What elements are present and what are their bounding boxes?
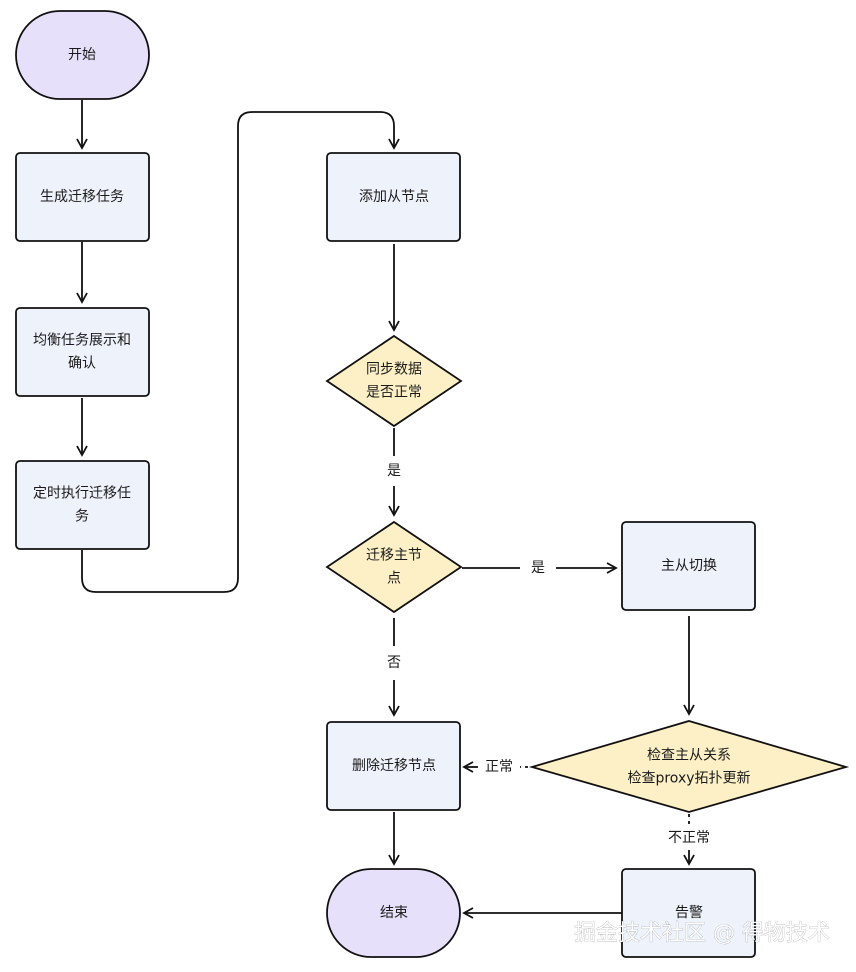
node-label-line: 同步数据 (366, 362, 422, 378)
node-label-line: 定时执行迁移任 (33, 486, 131, 502)
node-switch: 主从切换 (621, 521, 756, 611)
node-label-line: 检查主从关系 (647, 748, 731, 764)
node-label-line: 是否正常 (366, 385, 422, 401)
edge-label-yes-master: 是 (531, 560, 545, 576)
node-end-label: 结束 (380, 905, 408, 921)
node-label-line: 结束 (380, 905, 408, 921)
terminal-shape (326, 868, 461, 958)
node-label-line: 开始 (68, 47, 96, 63)
watermark-text: 掘金技术社区 @ 得物技术 (574, 921, 830, 946)
node-label-line: 迁移主节 (366, 548, 422, 564)
node-is-master-label: 迁移主节点 (366, 548, 422, 587)
node-label-line: 检查proxy拓扑更新 (627, 771, 750, 787)
node-alarm: 告警 (621, 868, 756, 958)
decision-shape (528, 720, 850, 813)
node-end: 结束 (326, 868, 461, 958)
process-shape (15, 152, 150, 242)
node-balance: 均衡任务展示和确认 (15, 307, 150, 397)
node-start: 开始 (15, 10, 150, 100)
node-label-line: 点 (387, 571, 401, 587)
process-shape (326, 721, 461, 811)
node-delete-label: 删除迁移节点 (352, 758, 436, 774)
node-sync-check-label: 同步数据是否正常 (366, 362, 422, 401)
process-shape (621, 868, 756, 958)
edge-label-yes-sync: 是 (387, 463, 401, 479)
node-label-line: 删除迁移节点 (352, 758, 436, 774)
process-shape (326, 152, 461, 242)
node-balance-label: 均衡任务展示和确认 (33, 333, 131, 372)
node-check-label: 检查主从关系检查proxy拓扑更新 (627, 748, 750, 787)
edge-label-normal: 正常 (485, 759, 513, 775)
node-check: 检查主从关系检查proxy拓扑更新 (528, 720, 850, 813)
node-label-line: 添加从节点 (359, 189, 429, 205)
node-label-line: 生成迁移任务 (40, 189, 124, 205)
edge-label-abnormal: 不正常 (668, 830, 710, 846)
node-label-line: 告警 (675, 905, 703, 921)
node-timed-exec: 定时执行迁移任务 (15, 460, 150, 550)
node-label-line: 确认 (68, 356, 96, 372)
node-label-line: 务 (75, 509, 89, 525)
edge-timed-to-add (81, 111, 400, 593)
node-switch-label: 主从切换 (661, 557, 717, 574)
node-delete: 删除迁移节点 (326, 721, 461, 811)
node-label-line: 主从切换 (661, 557, 717, 574)
node-label-line: 均衡任务展示和 (33, 333, 131, 349)
node-start-label: 开始 (68, 47, 96, 63)
node-timed-exec-label: 定时执行迁移任务 (33, 486, 131, 525)
process-shape (621, 521, 756, 611)
decision-shape (325, 334, 463, 428)
edges (76, 100, 695, 919)
terminal-shape (15, 10, 150, 100)
process-shape (15, 460, 150, 550)
process-shape (15, 307, 150, 397)
node-alarm-label: 告警 (675, 905, 703, 921)
node-is-master: 迁移主节点 (325, 520, 463, 614)
edge-label-no-master: 否 (387, 655, 401, 671)
node-sync-check: 同步数据是否正常 (325, 334, 463, 428)
node-add-slave-label: 添加从节点 (359, 189, 429, 205)
node-gen-task: 生成迁移任务 (15, 152, 150, 242)
node-gen-task-label: 生成迁移任务 (40, 189, 124, 205)
decision-shape (325, 520, 463, 614)
node-add-slave: 添加从节点 (326, 152, 461, 242)
